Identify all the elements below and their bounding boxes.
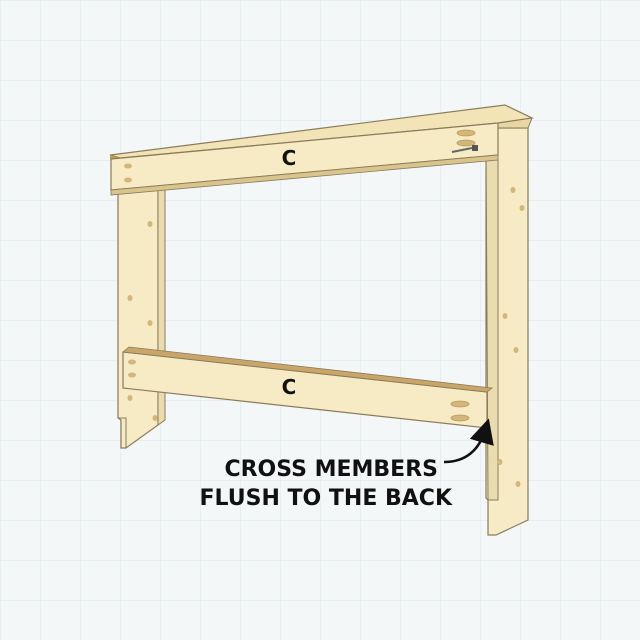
callout-arrow <box>443 418 494 464</box>
callout-line-2: FLUSH TO THE BACK <box>199 486 452 511</box>
callout: CROSS MEMBERS FLUSH TO THE BACK <box>199 418 494 511</box>
left-leg <box>117 185 166 449</box>
bottom-cross-member: C <box>122 346 494 429</box>
top-part-label: C <box>282 146 297 170</box>
callout-line-1: CROSS MEMBERS <box>224 457 438 482</box>
bottom-part-label: C <box>282 375 297 399</box>
top-cross-member: C <box>110 122 499 196</box>
right-leg <box>485 117 533 536</box>
screw-icon <box>451 145 478 153</box>
